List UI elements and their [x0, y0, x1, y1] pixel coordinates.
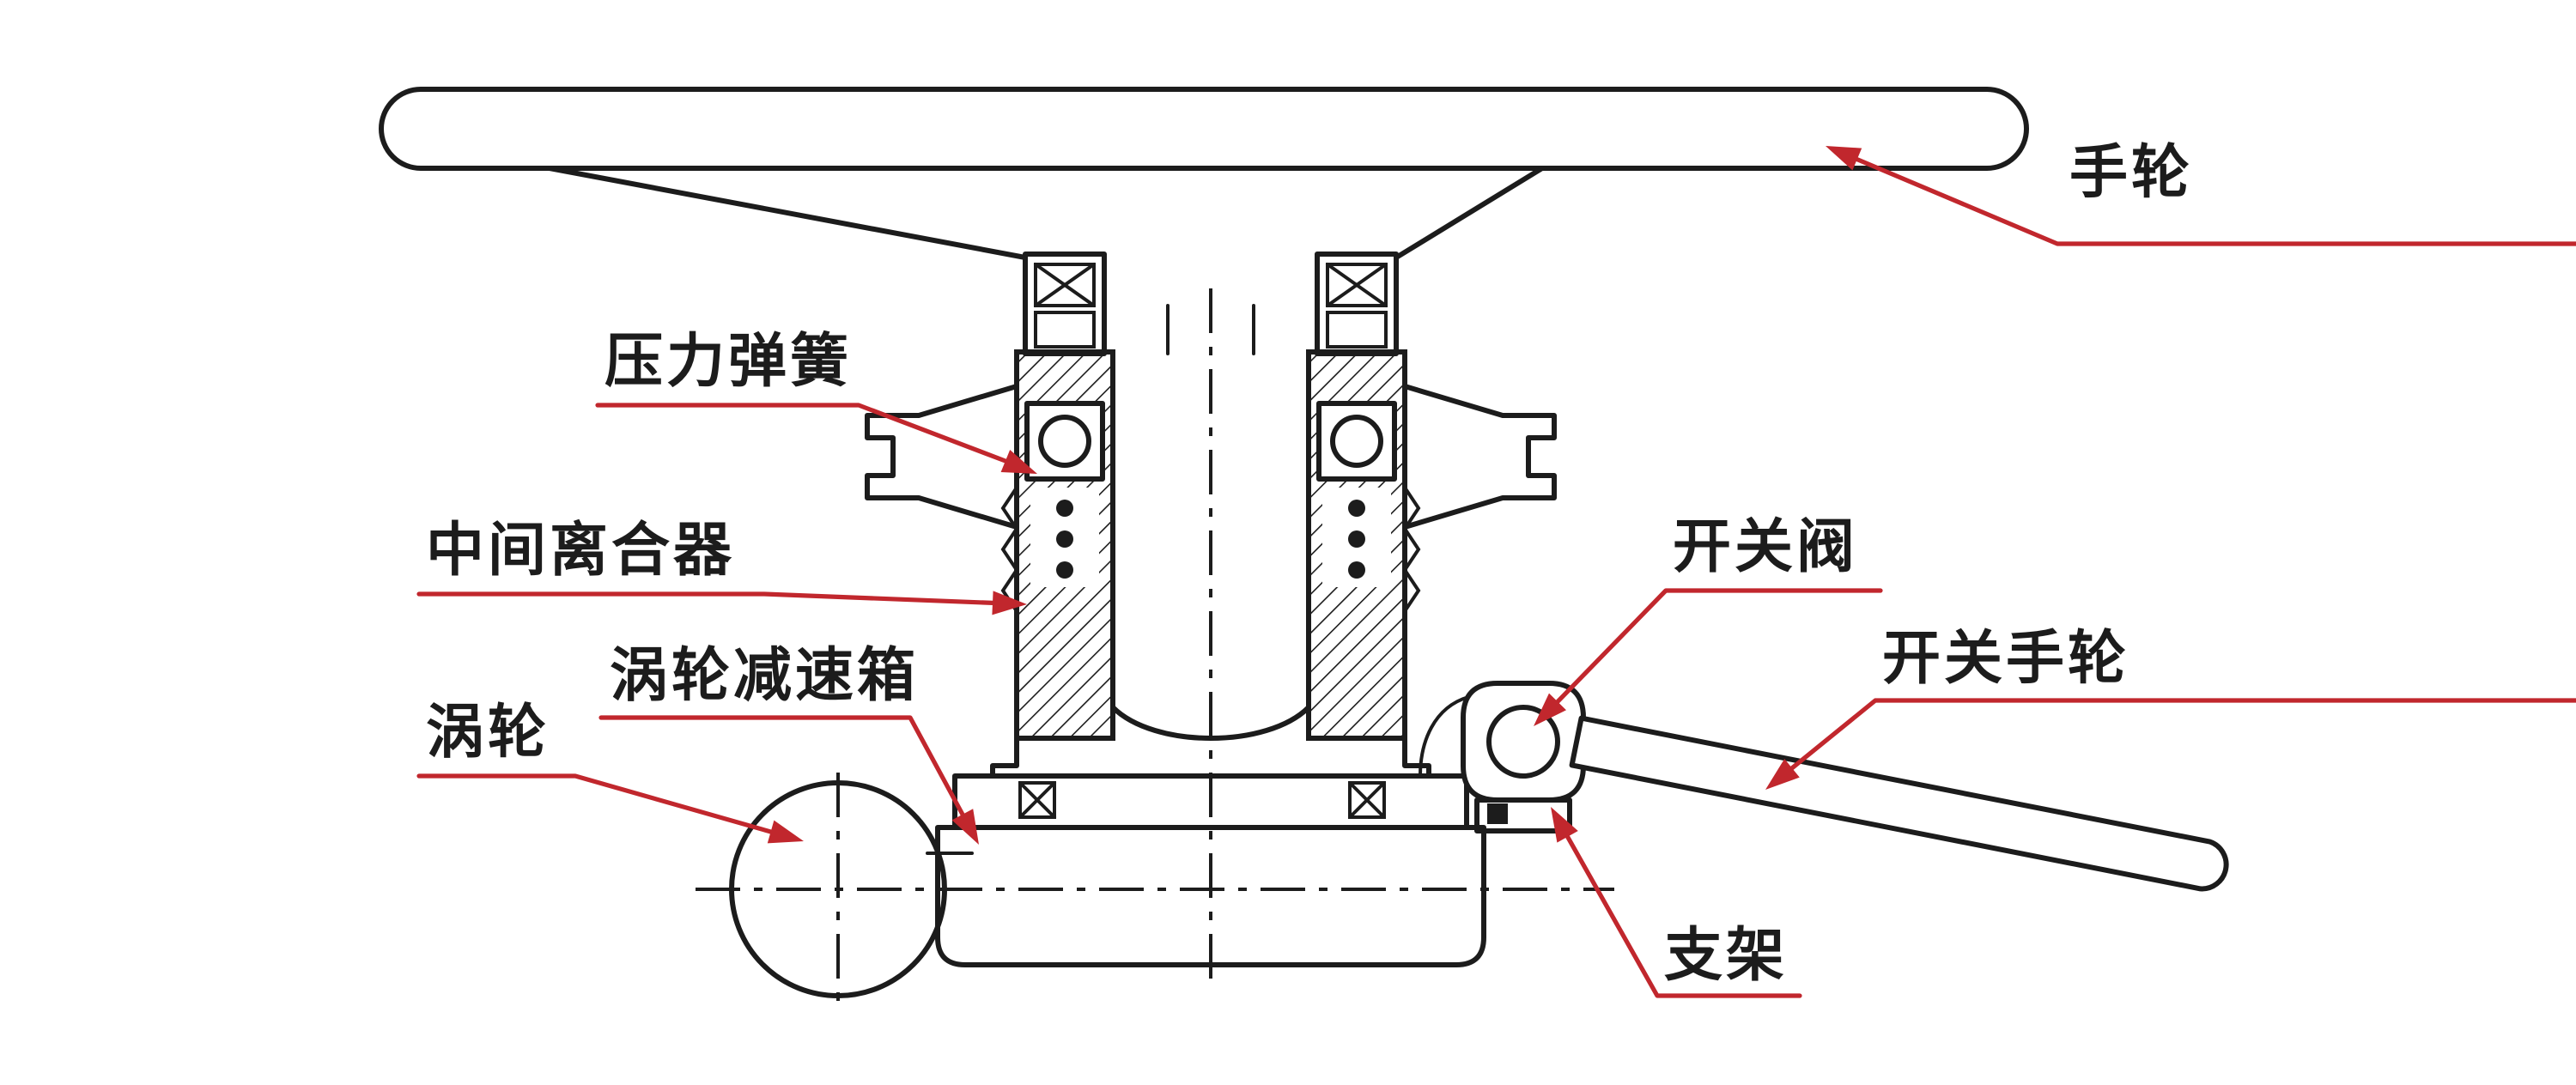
label-pressure-spring: 压力弹簧 — [605, 329, 852, 394]
wing-flange-right — [1402, 384, 1557, 530]
label-switch-valve: 开关阀 — [1673, 514, 1858, 579]
arrow-switch-valve — [1534, 693, 1566, 726]
arrow-handwheel — [1826, 146, 1862, 171]
skirt-right — [1402, 736, 1431, 779]
arrow-pressure-spring — [1000, 450, 1037, 474]
label-worm-wheel: 涡轮 — [426, 700, 550, 765]
leader-pressure-spring — [595, 403, 1037, 474]
plate-bolt-right — [1348, 781, 1386, 819]
leader-worm-wheel — [416, 773, 804, 844]
leaders — [416, 146, 2576, 998]
gearbox-housing — [935, 825, 1486, 967]
leader-intermediate-clutch — [416, 591, 1027, 615]
arrow-worm-gear-reducer — [951, 809, 979, 845]
handwheel-rim — [379, 87, 2029, 171]
label-handwheel: 手轮 — [2069, 140, 2193, 205]
pressure-spring-right — [1322, 486, 1421, 613]
arrow-intermediate-clutch — [992, 591, 1027, 615]
label-bracket: 支架 — [1664, 923, 1788, 988]
label-worm-gear-reducer: 涡轮减速箱 — [610, 643, 919, 708]
hub-retainer-left — [1023, 252, 1107, 356]
arrow-bracket — [1551, 807, 1578, 843]
leader-switch-valve — [1534, 588, 1883, 726]
wheel-web-left — [547, 166, 1028, 260]
pressure-spring-left — [1000, 486, 1099, 613]
skirt-left — [990, 736, 1019, 779]
leader-bracket — [1551, 807, 1802, 998]
wing-flange-left — [865, 384, 1019, 530]
bracket-connector — [1474, 797, 1572, 833]
label-switch-handwheel: 开关手轮 — [1882, 626, 2129, 691]
arrow-worm-wheel — [767, 820, 804, 844]
bearing-ball-right — [1330, 415, 1383, 468]
hub-retainer-right — [1315, 252, 1399, 356]
leader-handwheel — [1826, 146, 2576, 246]
leader-worm-gear-reducer — [598, 715, 979, 845]
hub-assembly — [865, 349, 1557, 779]
labels: 手轮 压力弹簧 中间离合器 涡轮减速箱 涡轮 开关阀 开关手轮 支架 — [426, 140, 2193, 988]
bore-bottom-curve — [1110, 705, 1311, 741]
leader-switch-handwheel — [1765, 698, 2576, 790]
wheel-web-right — [1394, 166, 1545, 260]
arrow-switch-handwheel — [1765, 759, 1800, 790]
plate-bolt-left — [1018, 781, 1056, 819]
bearing-ball-left — [1038, 415, 1091, 468]
switch-lever — [1569, 715, 2229, 892]
label-intermediate-clutch: 中间离合器 — [426, 518, 735, 583]
